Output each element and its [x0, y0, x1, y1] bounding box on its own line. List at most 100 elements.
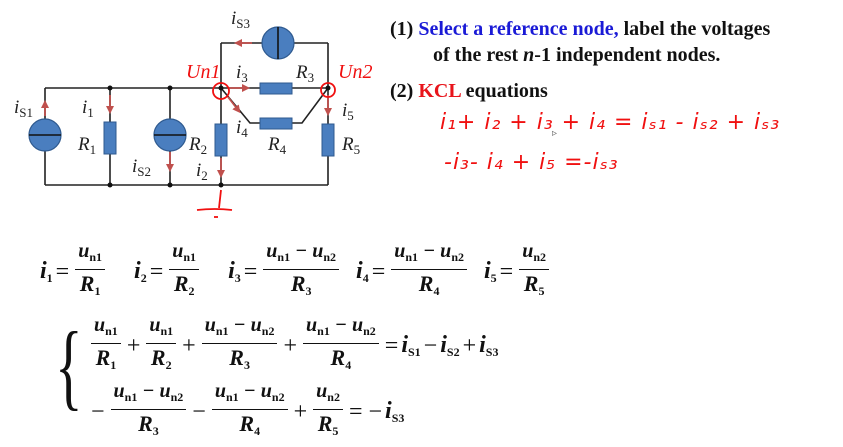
step1-line1: (1) Select a reference node, label the v…	[390, 18, 770, 41]
resistor-r5	[321, 123, 335, 157]
current-arrows	[41, 39, 332, 178]
label-r4: R4	[267, 134, 287, 157]
label-i5: i5	[342, 100, 354, 123]
label-r3: R3	[295, 62, 314, 85]
numerator: un1 − un2	[201, 314, 278, 344]
denominator: R5	[523, 271, 545, 298]
numerator: un1 − un2	[211, 380, 288, 410]
label-i1: i1	[82, 97, 94, 120]
operator: +	[182, 332, 196, 359]
denominator: R3	[229, 345, 250, 372]
numerator: un1 − un2	[263, 240, 340, 270]
current-source-is3	[261, 26, 295, 60]
numerator: un1	[146, 314, 177, 344]
label-is3: iS3	[231, 8, 250, 31]
node1-annotation: Un1	[186, 61, 220, 83]
label-r1: R1	[77, 134, 96, 157]
formula-lhs: i4	[356, 258, 369, 285]
formula-lhs: i5	[484, 258, 497, 285]
step1-rest: label the voltages	[623, 18, 771, 40]
source-current: iS1	[401, 332, 421, 359]
operator: −	[192, 398, 206, 425]
denominator: R4	[330, 345, 352, 372]
denominator: R1	[95, 345, 117, 372]
numerator: un2	[313, 380, 343, 410]
source-current: iS3	[385, 398, 405, 425]
step2-line: (2) KCL equations	[390, 80, 548, 103]
operator: +	[283, 332, 298, 359]
label-r5: R5	[341, 134, 360, 157]
numerator: un1 − un2	[110, 380, 187, 410]
numerator: un1	[75, 240, 106, 270]
equals-sign: =	[149, 258, 164, 285]
resistor-r4	[259, 117, 293, 130]
step1-highlight: Select a reference node,	[418, 18, 619, 40]
equals-sign: =	[55, 258, 70, 285]
denominator: R5	[317, 411, 339, 438]
operator: +	[293, 398, 308, 425]
label-i4: i4	[236, 117, 248, 140]
label-i3: i3	[236, 62, 248, 85]
label-i2: i2	[196, 160, 208, 183]
step1-line2: of the rest n-1 independent nodes.	[433, 44, 721, 66]
label-is2: iS2	[132, 156, 151, 179]
handwritten-kcl-node1: i₁+ i₂ + i₃ + i₄ = iₛ₁ - iₛ₂ + iₛ₃	[440, 110, 781, 135]
operator: −	[423, 332, 438, 359]
source-current: iS3	[479, 332, 499, 359]
step2-highlight: KCL	[418, 80, 461, 102]
denominator: R2	[150, 345, 172, 372]
operator: +	[126, 332, 141, 359]
denominator: R3	[138, 411, 159, 438]
current-source-is1	[28, 118, 62, 152]
numerator: un1	[169, 240, 200, 270]
resistor-r2	[214, 123, 228, 157]
equals-sign: =	[371, 258, 386, 285]
numerator: un1	[91, 314, 121, 344]
step2-rest: equations	[465, 80, 548, 102]
node2-annotation: Un2	[338, 61, 372, 83]
node2-circle	[320, 82, 336, 98]
denominator: R4	[418, 271, 440, 298]
label-is1: iS1	[14, 97, 33, 120]
current-source-is2	[153, 118, 187, 152]
formula-lhs: i3	[228, 258, 241, 285]
node1-circle	[212, 82, 230, 100]
handwritten-kcl-node2: -i₃- i₄ + i₅ =-iₛ₃	[444, 150, 619, 175]
formula-lhs: i2	[134, 258, 147, 285]
numerator: un2	[519, 240, 550, 270]
denominator: R2	[173, 271, 195, 298]
equals-sign: =	[243, 258, 258, 285]
node-annotations	[196, 82, 336, 218]
system-brace: {	[55, 312, 83, 419]
operator: =	[384, 332, 399, 359]
denominator: R4	[239, 411, 261, 438]
numerator: un1 − un2	[391, 240, 467, 270]
resistor-r1	[103, 121, 117, 155]
label-r2: R2	[188, 134, 207, 157]
operator: = −	[348, 398, 383, 425]
operator: −	[91, 398, 105, 425]
circuit-diagram: iS1 i1 R1 iS2 R2 i2 iS3 i3 R3 i4 R4 i5 R…	[14, 8, 372, 218]
mouse-cursor-icon: ▹	[552, 128, 558, 139]
junction-dots	[107, 85, 331, 188]
operator: +	[462, 332, 477, 359]
source-current: iS2	[440, 332, 460, 359]
step1-number: (1)	[390, 18, 414, 40]
